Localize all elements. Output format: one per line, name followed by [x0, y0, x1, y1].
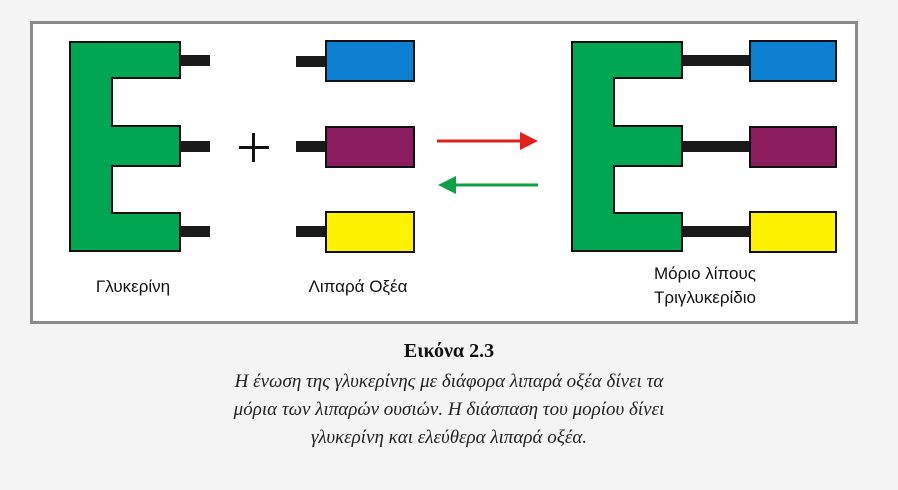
glycerin-label: Γλυκερίνη [95, 277, 171, 296]
triglyceride-acid-yellow [749, 211, 837, 253]
fat-molecule-label: Μόριο λίπους [654, 264, 756, 283]
plus-sign-v [252, 133, 255, 162]
fatty-acid-purple [325, 126, 415, 168]
figure-caption-line-3: γλυκερίνη και ελεύθερα λιπαρά οξέα. [310, 427, 588, 448]
figure-caption-title: Εικόνα 2.3 [403, 340, 495, 362]
fatty-acid-stub-blue [296, 56, 328, 67]
fatty-acid-yellow [325, 211, 415, 253]
glycerin-stub-top [180, 55, 210, 66]
triglyceride-backbone [571, 41, 683, 252]
triglyceride-label: Τριγλυκερίδιο [654, 288, 756, 307]
figure-caption-line-1: Η ένωση της γλυκερίνης με διάφορα λιπαρά… [234, 371, 664, 392]
triglyceride-acid-blue [749, 40, 837, 82]
fatty-acids-label: Λιπαρά Οξέα [308, 277, 408, 296]
fatty-acid-stub-yellow [296, 226, 328, 237]
glycerin-backbone [69, 41, 181, 252]
fatty-acid-stub-purple [296, 141, 328, 152]
forward-arrow-head [520, 132, 538, 150]
triglyceride-bond-top [682, 55, 752, 66]
triglyceride-acid-purple [749, 126, 837, 168]
triglyceride-bond-middle [682, 141, 752, 152]
glycerin-stub-bottom [180, 226, 210, 237]
triglyceride-bond-bottom [682, 226, 752, 237]
figure-caption-line-2: μόρια των λιπαρών ουσιών. Η διάσπαση του… [233, 399, 665, 420]
glycerin-stub-middle [180, 141, 210, 152]
fatty-acid-blue [325, 40, 415, 82]
reverse-arrow-head [438, 176, 456, 194]
